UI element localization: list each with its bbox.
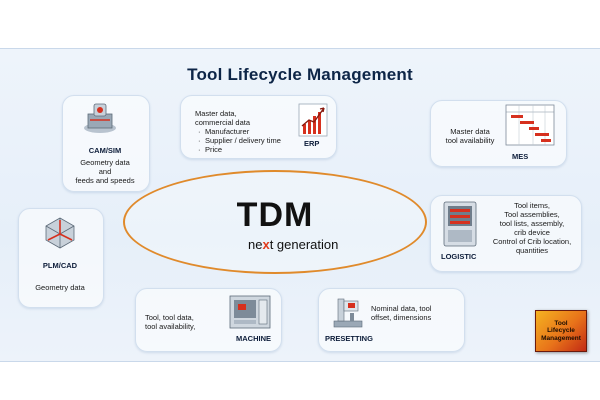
erp-label: ERP	[304, 139, 320, 148]
plm-cad-text: Geometry data	[35, 283, 85, 292]
tdm-ellipse	[123, 170, 427, 274]
cam-sim-icon	[84, 103, 116, 133]
plm-cad-label: PLM/CAD	[42, 261, 78, 270]
presetting-label: PRESETTING	[325, 334, 373, 343]
list-item: Supplier / delivery time	[205, 136, 305, 145]
erp-chart-icon	[298, 103, 328, 137]
mes-text: Master data tool availability	[445, 127, 495, 145]
tdm-logo: TDM	[236, 196, 314, 234]
list-item: Manufacturer	[205, 127, 305, 136]
tdm-subtitle: next generation	[248, 237, 339, 252]
machine-text: Tool, tool data, tool availability,	[145, 313, 196, 331]
plm-cad-icon	[45, 217, 75, 249]
list-item: Price	[205, 145, 305, 154]
presetting-icon	[333, 298, 363, 328]
presetting-text: Nominal data, tool offset, dimensions	[371, 304, 432, 322]
erp-list: Manufacturer Supplier / delivery time Pr…	[195, 127, 305, 154]
logistic-text: Tool items, Tool assemblies, tool lists,…	[492, 201, 572, 255]
machine-label: MACHINE	[236, 334, 271, 343]
page-title: Tool Lifecycle Management	[187, 65, 413, 84]
cam-sim-label: CAM/SIM	[88, 146, 122, 155]
erp-text: Master data, commercial data Manufacture…	[195, 109, 305, 154]
machine-icon	[229, 295, 271, 329]
mes-label: MES	[512, 152, 529, 161]
logistic-crib-icon	[443, 201, 477, 247]
tool-lifecycle-badge: Tool Lifecycle Management	[535, 310, 587, 352]
logistic-label: LOGISTIC	[441, 252, 477, 261]
mes-gantt-icon	[505, 104, 555, 146]
cam-sim-text: Geometry data and feeds and speeds	[75, 158, 135, 185]
